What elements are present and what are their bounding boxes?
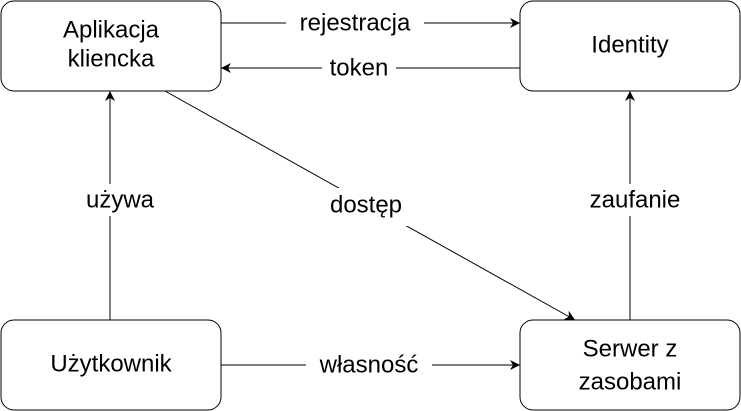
edge-label-registration: rejestracja: [300, 10, 411, 37]
edge-access: dostęp: [164, 90, 576, 321]
node-user: Użytkownik: [0, 319, 222, 411]
node-user-label: Użytkownik: [50, 351, 172, 378]
node-resource-server-line2: zasobami: [579, 369, 682, 396]
edge-token: token: [221, 54, 520, 84]
edge-ownership: własność: [221, 350, 520, 382]
node-identity: Identity: [519, 0, 741, 92]
node-client-app-line1: Aplikacja: [63, 17, 160, 44]
edge-label-access: dostęp: [330, 192, 402, 219]
node-resource-server-line1: Serwer z: [583, 336, 678, 363]
edge-registration: rejestracja: [221, 8, 520, 38]
edge-trust: zaufanie: [576, 91, 694, 320]
edge-label-ownership: własność: [319, 352, 419, 379]
node-client-app-line2: kliencka: [68, 46, 155, 73]
node-resource-server: Serwer z zasobami: [519, 319, 741, 411]
node-identity-label: Identity: [591, 32, 668, 59]
edge-uses: używa: [74, 91, 166, 320]
edge-label-uses: używa: [86, 187, 155, 214]
node-client-app: Aplikacja kliencka: [0, 0, 222, 92]
edge-label-trust: zaufanie: [590, 187, 681, 214]
edge-label-token: token: [330, 55, 389, 82]
